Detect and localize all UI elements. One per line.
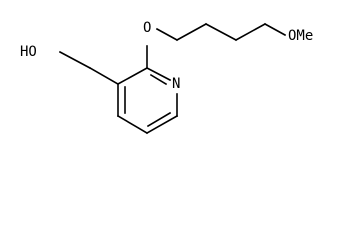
structure-diagram: HO O OMe N xyxy=(20,20,313,135)
bond-ch2a-ch2b xyxy=(175,22,208,42)
bond-o-ch2a xyxy=(155,27,179,42)
bond-c6-c5 xyxy=(145,114,179,135)
bond-c3-ch2 xyxy=(88,66,120,86)
bond-c5-c4 xyxy=(116,114,149,135)
bond-c3-c2 xyxy=(116,66,149,86)
label-methoxy: OMe xyxy=(288,28,313,44)
bond-ch2d-ome xyxy=(263,22,287,37)
bond-ch2c-ch2d xyxy=(234,22,267,42)
label-ring-nitrogen: N xyxy=(172,76,180,92)
label-hydroxyl: HO xyxy=(20,44,37,60)
bond-c2-n1 xyxy=(145,66,172,82)
bond-ch2-oh xyxy=(58,50,92,70)
label-ether-oxygen: O xyxy=(143,20,151,36)
bond-c6-c5-inner xyxy=(146,111,172,128)
molecule-canvas: HO O OMe N xyxy=(20,20,314,135)
bond-ch2b-ch2c xyxy=(204,22,238,42)
bond-c2-n1-inner xyxy=(149,73,168,86)
